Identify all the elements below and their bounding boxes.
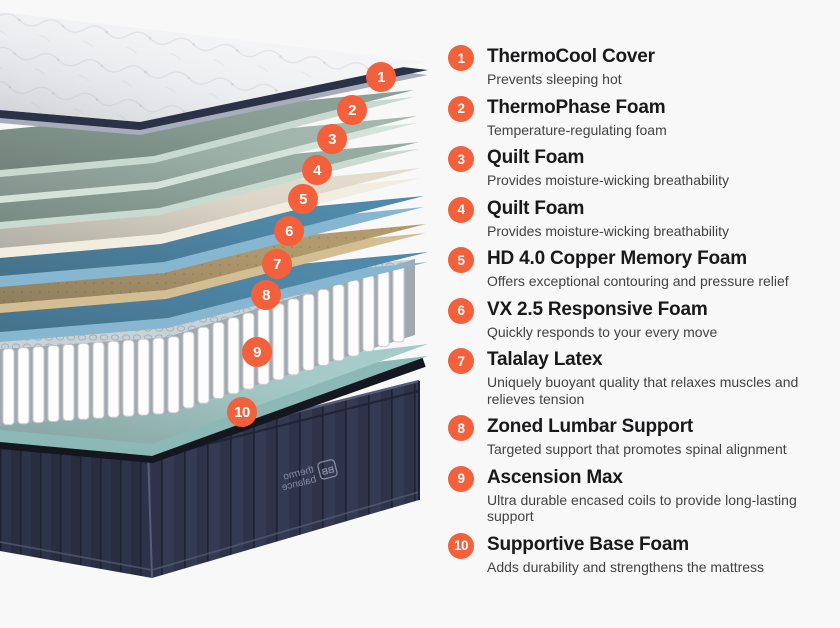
layer-title: HD 4.0 Copper Memory Foam [487,248,747,269]
layer-description: Ultra durable encased coils to provide l… [487,491,797,525]
badge-number: 10 [453,538,469,553]
legend-item: 1 ThermoCool Cover Prevents sleeping hot [448,45,840,88]
layer-hotspot-6: 6 [274,216,304,246]
layer-title: ThermoCool Cover [487,46,655,67]
legend-text: ThermoCool Cover Prevents sleeping hot [487,46,655,88]
layer-title: Quilt Foam [487,147,585,168]
legend-text: Talalay Latex Uniquely buoyant quality t… [487,349,839,407]
legend-text: Quilt Foam Provides moisture-wicking bre… [487,198,729,240]
layer-title: Ascension Max [487,466,623,488]
layer-hotspot-8: 8 [251,280,281,310]
number-badge: 5 [448,247,474,273]
layer-description: Provides moisture-wicking breathability [487,222,729,239]
legend-item: 7 Talalay Latex Uniquely buoyant quality… [448,348,840,407]
svg-text:BB: BB [320,464,336,477]
number-badge: 7 [448,348,474,374]
badge-number: 1 [457,50,465,66]
badge-number: 2 [457,101,465,116]
legend-item: 2 ThermoPhase Foam Temperature-regulatin… [448,95,840,139]
legend-text: HD 4.0 Copper Memory Foam Offers excepti… [487,248,789,290]
number-badge: 9 [448,465,474,492]
layer-description: Provides moisture-wicking breathability [487,172,729,188]
badge-number: 3 [457,151,465,167]
legend-item: 8 Zoned Lumbar Support Targeted support … [448,415,840,458]
badge-number: 5 [457,252,465,268]
legend-item: 3 Quilt Foam Provides moisture-wicking b… [448,146,840,189]
badge-number: 9 [457,471,465,486]
legend-item: 5 HD 4.0 Copper Memory Foam Offers excep… [448,247,840,290]
layer-hotspot-3: 3 [317,124,347,154]
layer-description: Quickly responds to your every move [487,323,718,340]
legend-item: 6 VX 2.5 Responsive Foam Quickly respond… [448,297,840,341]
legend-panel: 1 ThermoCool Cover Prevents sleeping hot… [440,0,840,628]
number-badge: 6 [448,297,474,324]
layer-description: Uniquely buoyant quality that relaxes mu… [487,374,799,407]
number-badge: 1 [448,45,474,71]
legend-text: ThermoPhase Foam Temperature-regulating … [487,97,667,139]
number-badge: 8 [448,415,474,441]
layer-hotspot-2: 2 [337,95,367,125]
layer-hotspot-1: 1 [366,62,396,92]
layer-hotspot-4: 4 [302,155,332,185]
layer-description: Offers exceptional contouring and pressu… [487,273,789,289]
legend-item: 9 Ascension Max Ultra durable encased co… [448,465,840,525]
legend-item: 10 Supportive Base Foam Adds durability … [448,532,840,576]
legend-text: Zoned Lumbar Support Targeted support th… [487,416,787,458]
number-badge: 3 [448,146,474,172]
layer-hotspot-5: 5 [288,184,318,214]
badge-number: 6 [457,303,465,318]
layer-title: Talalay Latex [487,349,603,370]
layer-description: Adds durability and strengthens the matt… [487,558,765,575]
layer-hotspot-7: 7 [262,249,292,279]
badge-number: 7 [457,353,465,369]
layer-title: Zoned Lumbar Support [487,416,694,437]
layer-description: Targeted support that promotes spinal al… [487,441,787,457]
layer-description: Prevents sleeping hot [487,71,622,87]
layer-hotspot-9: 9 [242,337,272,367]
number-badge: 4 [448,196,474,223]
legend-item: 4 Quilt Foam Provides moisture-wicking b… [448,196,840,240]
number-badge: 10 [448,532,474,559]
layer-description: Temperature-regulating foam [487,121,667,138]
legend-text: Ascension Max Ultra durable encased coil… [487,467,839,525]
legend-text: Quilt Foam Provides moisture-wicking bre… [487,147,729,189]
badge-number: 8 [457,420,465,436]
layer-title: Quilt Foam [487,197,585,219]
layer-title: Supportive Base Foam [487,533,689,555]
number-badge: 2 [448,95,474,122]
legend-text: VX 2.5 Responsive Foam Quickly responds … [487,299,717,341]
badge-number: 4 [457,202,465,217]
layer-title: ThermoPhase Foam [487,96,666,118]
layer-title: VX 2.5 Responsive Foam [487,298,708,320]
legend-text: Supportive Base Foam Adds durability and… [487,534,764,576]
layer-hotspot-10: 10 [227,397,257,427]
